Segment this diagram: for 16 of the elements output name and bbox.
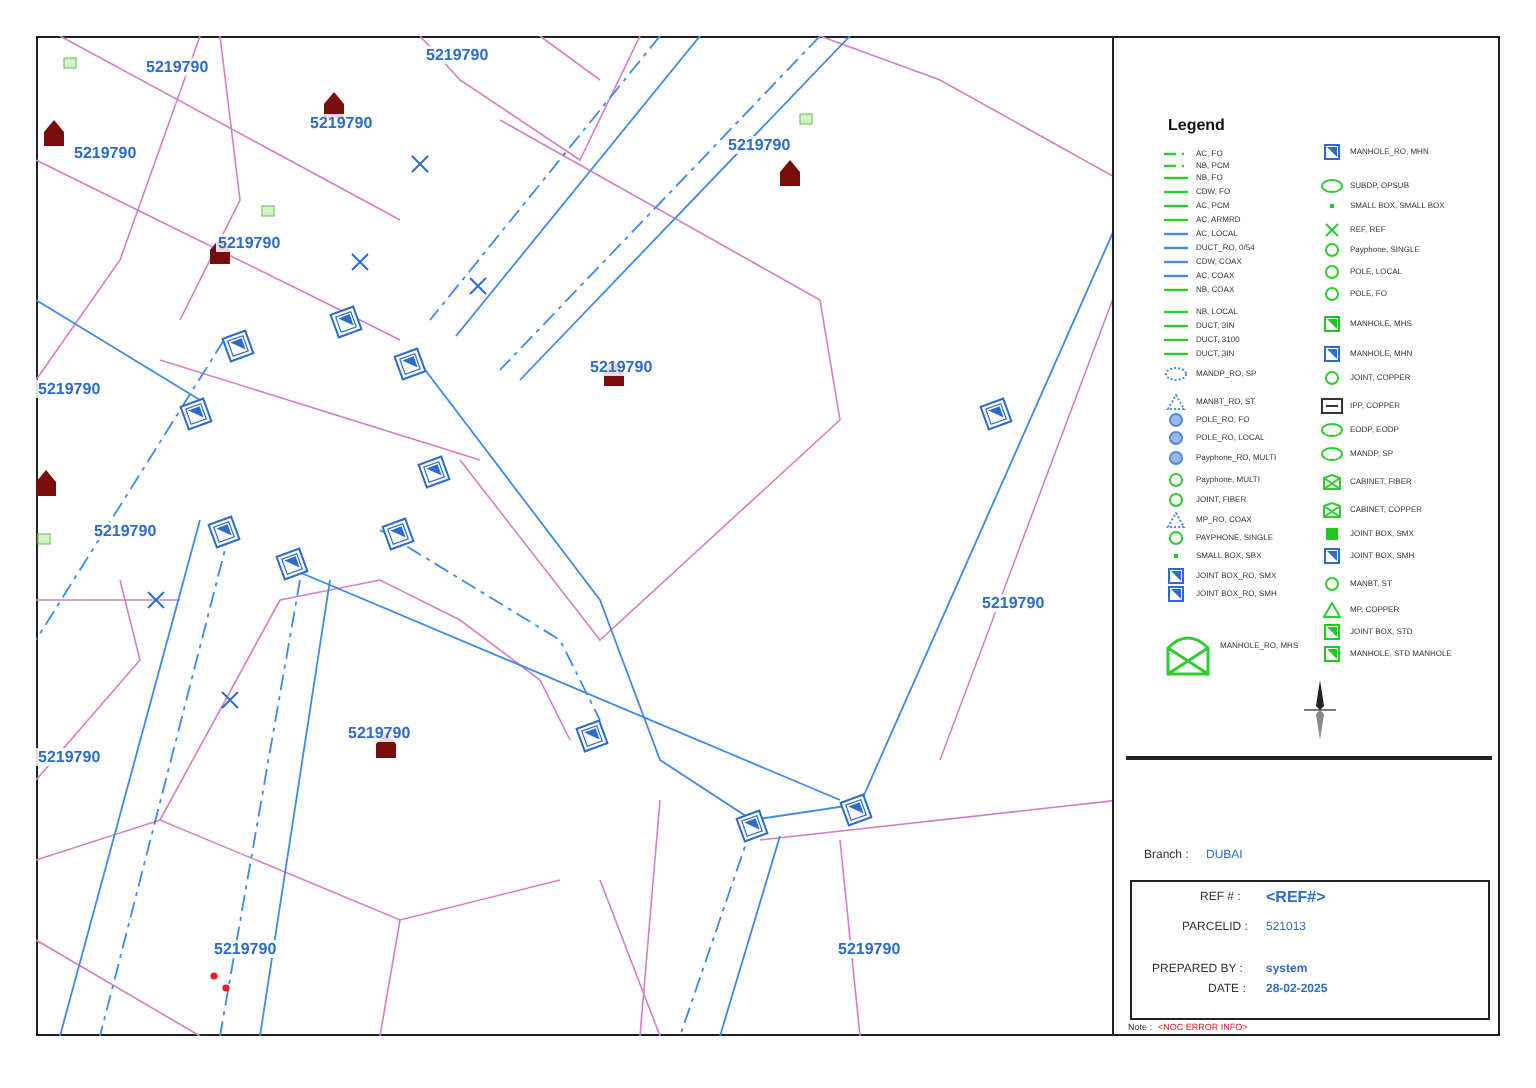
parcel-number: 5219790 (588, 358, 655, 376)
parcel-number: 5219790 (72, 144, 139, 162)
parcel-number: 5219790 (836, 940, 903, 958)
parcel-number: 5219790 (726, 136, 793, 154)
parcel-number: 5219790 (36, 748, 103, 766)
parcel-number: 5219790 (424, 46, 491, 64)
parcel-number: 5219790 (36, 380, 103, 398)
legend-heading: Legend (1168, 116, 1225, 134)
parcel-number: 5219790 (212, 940, 279, 958)
parcel-number: 5219790 (308, 114, 375, 132)
parcel-number: 5219790 (216, 234, 283, 252)
parcel-number: 5219790 (346, 724, 413, 742)
parcel-number: 5219790 (92, 522, 159, 540)
parcel-number: 5219790 (144, 58, 211, 76)
parcel-number: 5219790 (980, 594, 1047, 612)
field-value: <REF#> (1266, 888, 1326, 906)
